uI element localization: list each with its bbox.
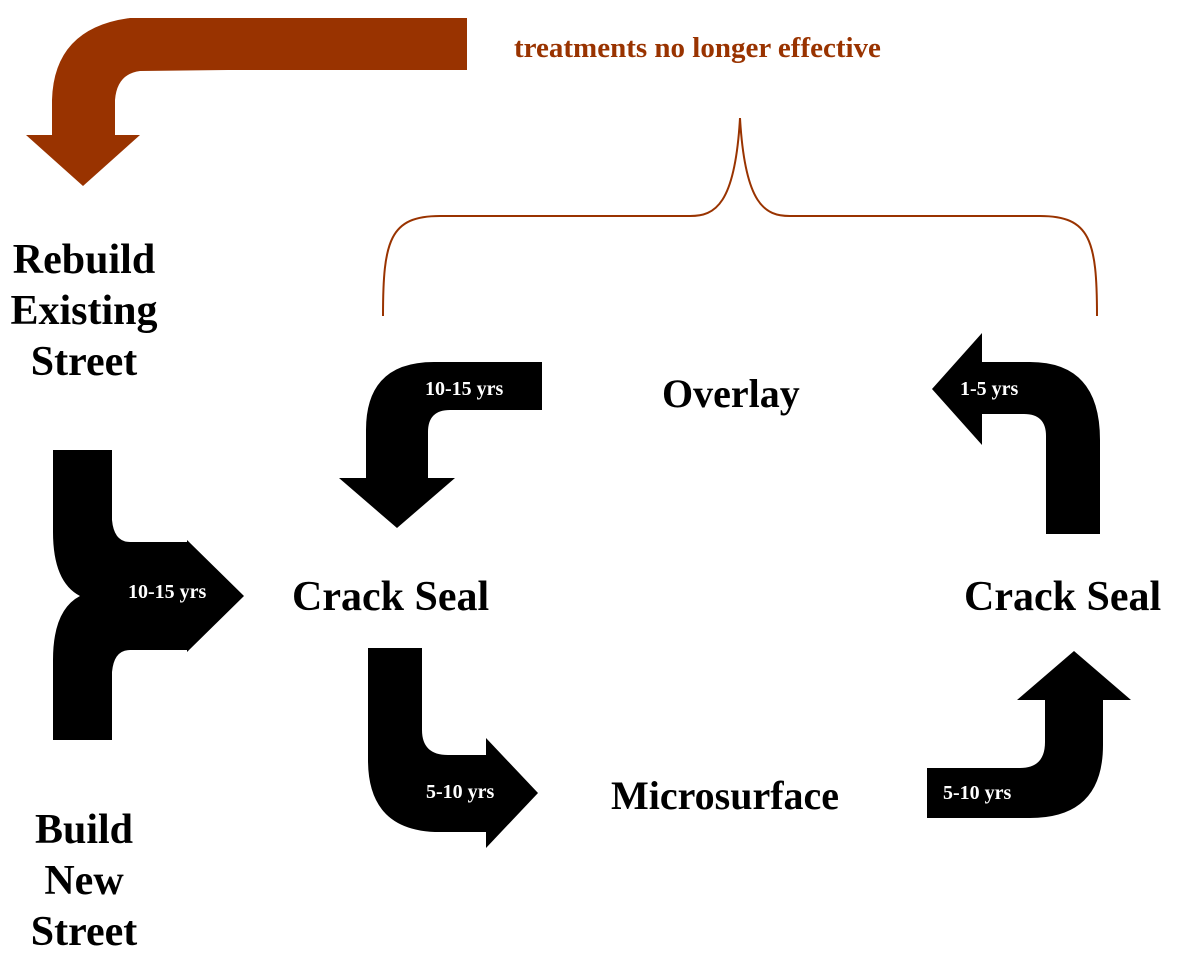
crack-seal-to-overlay-duration: 1-5 yrs (960, 378, 1019, 400)
rebuild-line-1: Rebuild (12, 237, 156, 283)
overlay-to-crack-seal-arrow (339, 362, 542, 528)
microsurface-label: Microsurface (611, 773, 840, 818)
overlay-label: Overlay (662, 371, 800, 416)
new-to-crack-seal-duration: 10-15 yrs (128, 581, 207, 603)
build-line-3: Street (30, 909, 138, 955)
rebuild-existing-street-label: Rebuild Existing Street (0, 235, 168, 388)
microsurface-to-crack-seal-arrow (927, 651, 1131, 818)
crack-seal-right-label: Crack Seal (964, 574, 1162, 620)
crack-seal-to-microsurface-arrow (368, 648, 538, 848)
rebuild-line-2: Existing (10, 288, 158, 334)
overlay-to-crack-seal-duration: 10-15 yrs (425, 378, 504, 400)
treatments-brace (382, 117, 1098, 317)
treatments-note: treatments no longer effective (514, 32, 881, 64)
return-arrow (26, 18, 467, 186)
microsurface-to-crack-seal-duration: 5-10 yrs (943, 782, 1012, 804)
build-line-1: Build (34, 807, 134, 853)
build-new-street-label: Build New Street (0, 805, 168, 958)
build-line-2: New (44, 858, 124, 904)
crack-seal-to-microsurface-duration: 5-10 yrs (426, 781, 495, 803)
rebuild-line-3: Street (30, 339, 138, 385)
crack-seal-left-label: Crack Seal (292, 574, 490, 620)
crack-seal-to-overlay-arrow (932, 333, 1100, 534)
split-arrow (53, 450, 244, 740)
